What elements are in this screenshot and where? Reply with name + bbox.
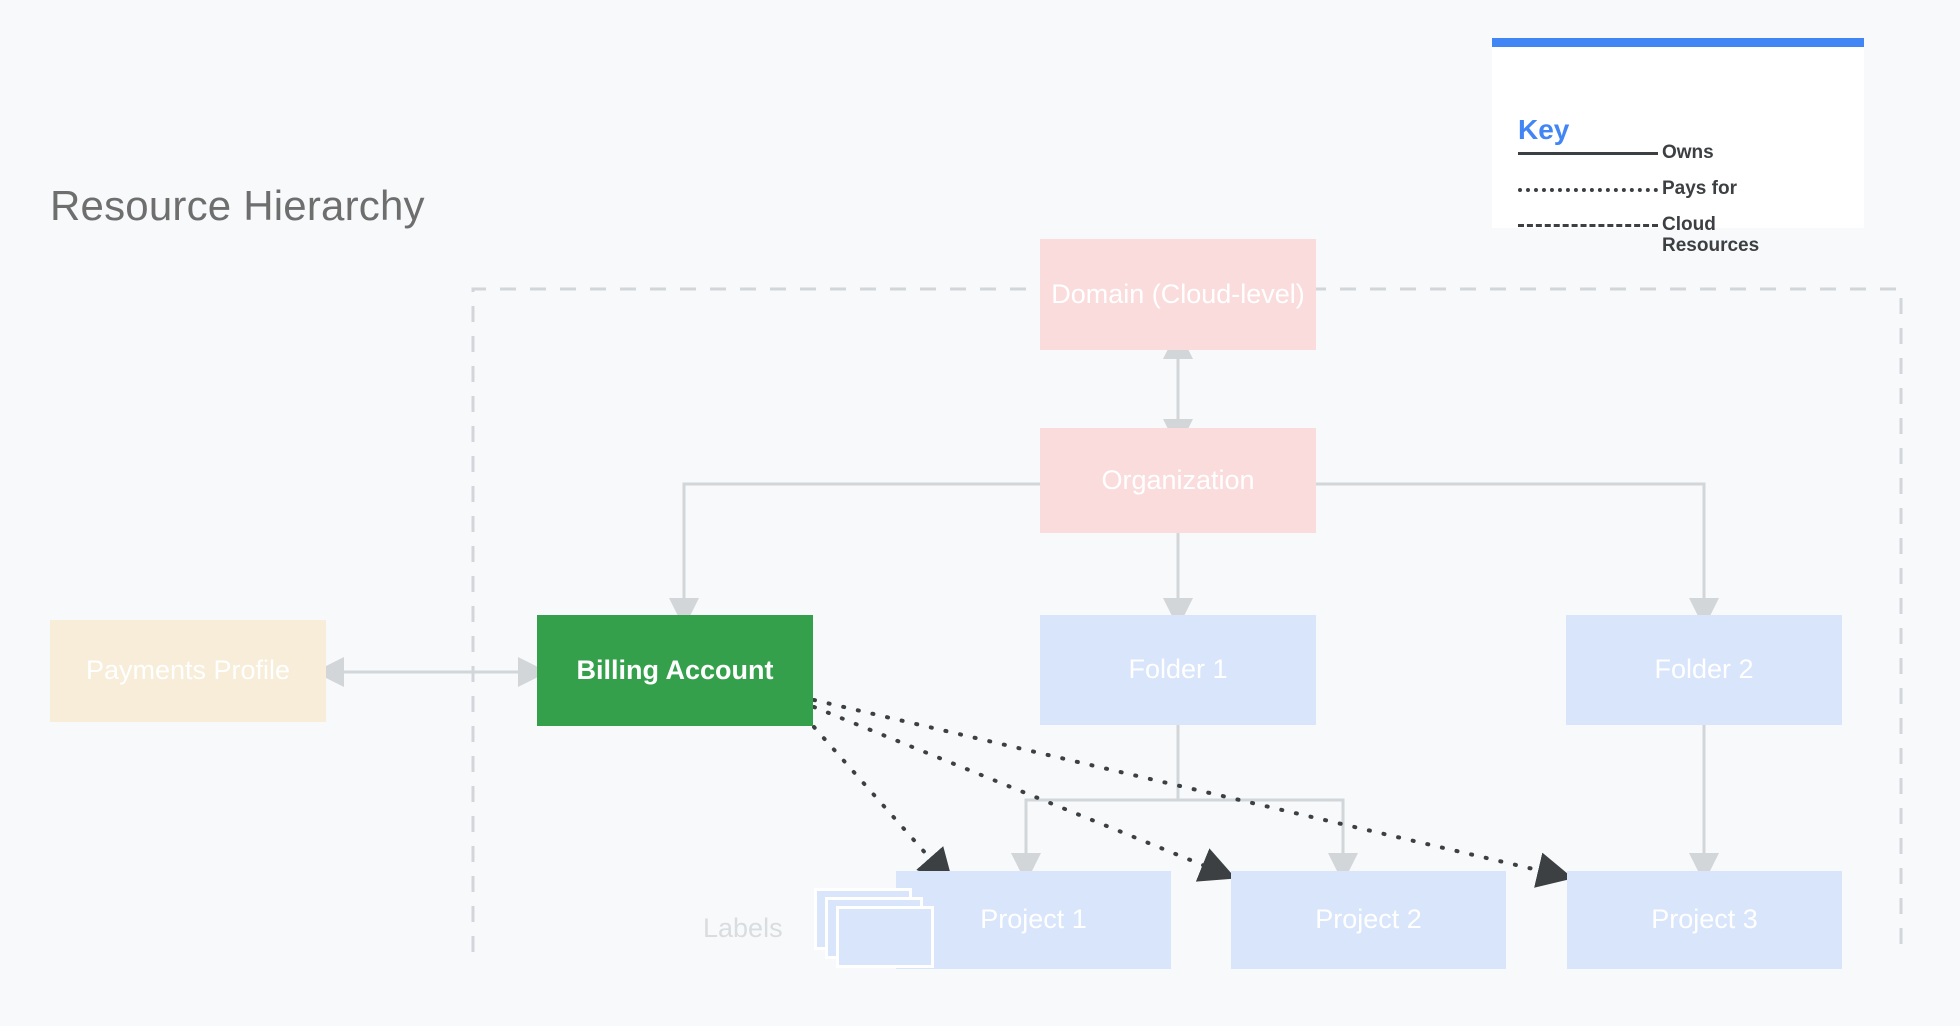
key-accent-bar bbox=[1492, 38, 1864, 47]
node-billing-account[interactable]: Billing Account bbox=[537, 615, 813, 726]
labels-stack[interactable] bbox=[814, 888, 934, 971]
node-project-1[interactable]: Project 1 bbox=[896, 871, 1171, 969]
dashed-line-sample bbox=[1518, 215, 1658, 235]
node-folder-2-label: Folder 2 bbox=[1654, 654, 1754, 685]
key-title: Key bbox=[1518, 114, 1570, 145]
node-billing-account-label: Billing Account bbox=[576, 654, 774, 685]
key-label-pays-for: Pays for bbox=[1662, 178, 1737, 199]
node-organization-label: Organization bbox=[1101, 464, 1255, 495]
node-organization[interactable]: Organization bbox=[1040, 428, 1316, 533]
node-folder-1-label: Folder 1 bbox=[1128, 654, 1228, 685]
edge-billing-pays-project3 bbox=[812, 698, 1574, 888]
key-rows: Owns Pays for Cloud Resources bbox=[1518, 142, 1848, 256]
node-folder-1[interactable]: Folder 1 bbox=[1040, 615, 1316, 725]
node-project-2[interactable]: Project 2 bbox=[1231, 871, 1506, 969]
key-panel: Key Owns Pays for Cloud Resources bbox=[1492, 38, 1864, 256]
node-project-1-label: Project 1 bbox=[980, 904, 1087, 935]
node-payments-profile-label: Payments Profile bbox=[85, 655, 291, 686]
edge-folder1-project2 bbox=[1178, 798, 1358, 883]
dotted-line-sample bbox=[1518, 179, 1658, 199]
edge-folder1-split bbox=[1011, 725, 1180, 883]
node-project-2-label: Project 2 bbox=[1315, 904, 1422, 935]
labels-card-front bbox=[836, 906, 934, 968]
edge-organization-billing-account bbox=[669, 482, 1040, 628]
page-title: Resource Hierarchy bbox=[50, 182, 425, 229]
solid-line-sample bbox=[1518, 143, 1658, 163]
node-project-3[interactable]: Project 3 bbox=[1567, 871, 1842, 969]
labels-caption: Labels bbox=[703, 913, 783, 943]
key-label-cloud-resources: Cloud Resources bbox=[1662, 214, 1760, 256]
node-folder-2[interactable]: Folder 2 bbox=[1566, 615, 1842, 725]
key-row-cloud-resources: Cloud Resources bbox=[1518, 214, 1848, 256]
edge-organization-folder2 bbox=[1316, 482, 1719, 628]
edge-billing-pays-project1 bbox=[812, 725, 954, 885]
node-domain[interactable]: Domain (Cloud-level) bbox=[1040, 239, 1316, 350]
edge-billing-pays-project2 bbox=[812, 705, 1236, 882]
key-row-pays-for: Pays for bbox=[1518, 178, 1848, 215]
key-label-owns: Owns bbox=[1662, 142, 1714, 163]
node-project-3-label: Project 3 bbox=[1651, 904, 1758, 935]
node-payments-profile[interactable]: Payments Profile bbox=[50, 620, 326, 722]
node-domain-label: Domain (Cloud-level) bbox=[1051, 278, 1305, 309]
key-row-owns: Owns bbox=[1518, 142, 1848, 179]
